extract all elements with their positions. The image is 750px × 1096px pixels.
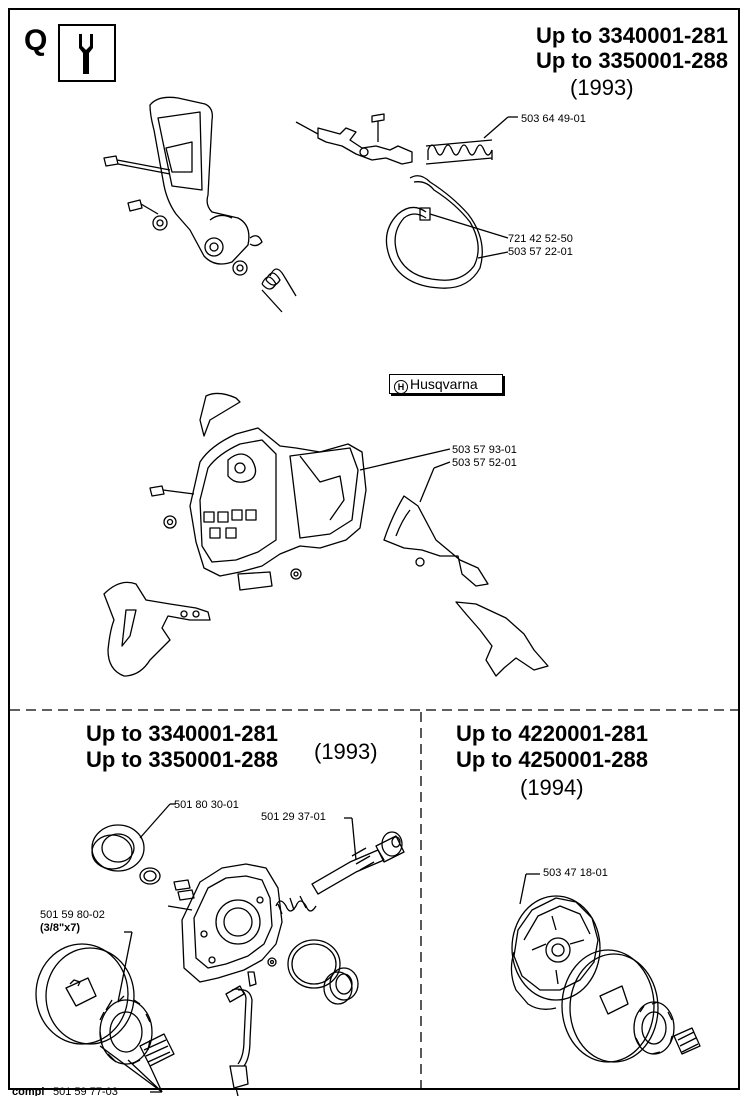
part-number-clutch: 503 47 18-01 (543, 867, 608, 879)
top-heading-line1: Up to 3340001-281 (536, 23, 728, 48)
tool-box (58, 24, 116, 82)
clutch-drum-right (561, 949, 659, 1063)
bottom-right-year: (1994) (520, 775, 584, 800)
top-heading-line2: Up to 3350001-288 (536, 48, 728, 73)
centrifugal-clutch (510, 873, 601, 1010)
needle-bearing (99, 1033, 175, 1093)
o-ring (287, 939, 341, 989)
part-number-worm-shaft: 501 29 37-01 (261, 811, 326, 823)
complete-prefix: compl (12, 1086, 45, 1096)
bottom-left-heading-line2: Up to 3350001-288 (86, 747, 278, 772)
clutch-drum (35, 943, 135, 1045)
compression-spring (425, 116, 518, 165)
chain-guide-plate (383, 461, 489, 587)
page-frame (8, 8, 740, 1090)
part-number-brake-band-2: 503 57 22-01 (508, 246, 573, 258)
bottom-right-heading-line1: Up to 4220001-281 (456, 721, 648, 746)
oil-pump-housing (139, 863, 283, 987)
worm-shaft (311, 817, 405, 895)
part-number-brake-band-1: 721 42 52-50 (508, 233, 573, 245)
pump-spring (275, 895, 317, 915)
oil-hose (225, 985, 253, 1096)
pump-gear (91, 803, 176, 872)
handle-bolts (103, 155, 263, 276)
torsion-spring (261, 268, 297, 313)
bar-plate (455, 601, 549, 677)
needle-bearing-right (673, 1027, 701, 1055)
bottom-left-heading-line1: Up to 3340001-281 (86, 721, 278, 746)
logo-text: Husqvarna (410, 376, 478, 392)
chain-brake-handle (149, 96, 250, 265)
clutch-cover (149, 392, 451, 591)
part-number-clutch-cover-2: 503 57 52-01 (452, 457, 517, 469)
oil-seal (323, 967, 359, 1005)
husqvarna-logo-mark: H (394, 380, 408, 394)
brake-lever-assembly (295, 113, 413, 165)
brake-band (385, 175, 509, 289)
part-number-complete: 501 59 77-03 (53, 1086, 118, 1096)
wrench-icon (79, 34, 93, 74)
bottom-left-year: (1993) (314, 739, 378, 764)
section-letter: Q (24, 24, 48, 57)
bottom-right-heading-line2: Up to 4250001-288 (456, 747, 648, 772)
part-number-sprocket: 501 59 80-02 (40, 909, 105, 921)
part-number-pump-gear: 501 80 30-01 (174, 799, 239, 811)
sprocket-right (633, 1001, 675, 1055)
part-number-clutch-cover-1: 503 57 93-01 (452, 444, 517, 456)
chain-catcher (103, 581, 211, 677)
top-year: (1993) (570, 75, 634, 100)
sprocket (99, 931, 153, 1065)
sprocket-size-note: (3/8"x7) (40, 922, 81, 934)
part-number-spring: 503 64 49-01 (521, 113, 586, 125)
